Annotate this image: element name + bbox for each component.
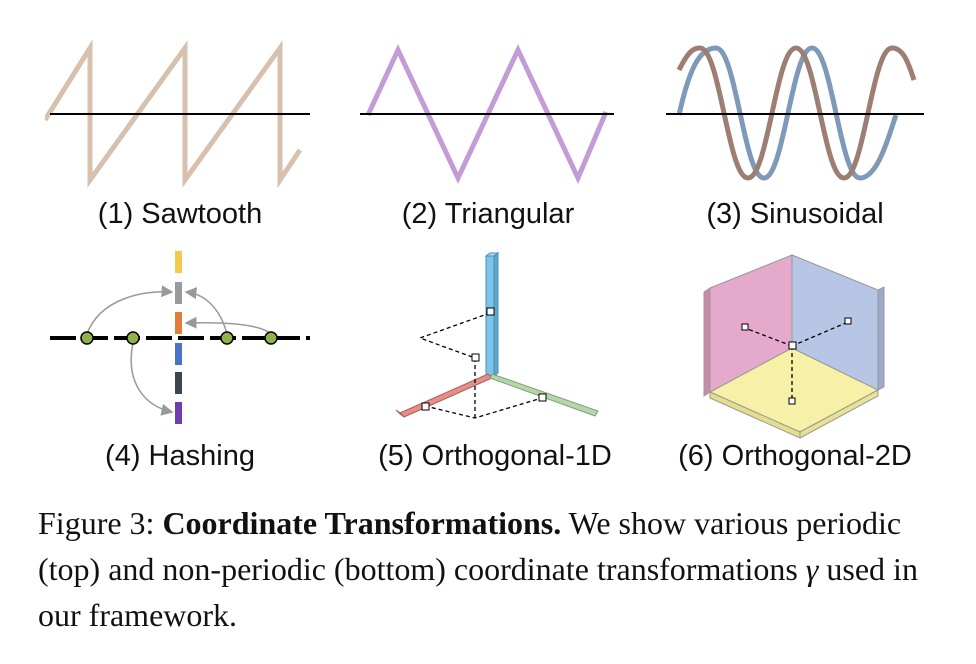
- hash-bin: [175, 343, 182, 365]
- panel-label-orthogonal-2d: (6) Orthogonal-2D: [678, 440, 912, 472]
- plane-xy-edge: [703, 287, 711, 397]
- cosine-wave: [676, 45, 917, 181]
- panel-label-triangular: (2) Triangular: [401, 198, 575, 230]
- hashing-diagram: [50, 251, 310, 424]
- hashing-panel: [45, 248, 315, 428]
- orthogonal-2d-diagram: [703, 254, 885, 439]
- panel-label-sawtooth: (1) Sawtooth: [97, 198, 263, 230]
- projection-line: [744, 327, 793, 347]
- hash-bin: [175, 312, 182, 334]
- coordinate-marker: [844, 317, 852, 325]
- projection-line: [791, 321, 849, 347]
- axis-bar-y-side2: [493, 252, 499, 377]
- hash-node: [264, 331, 278, 345]
- plane-xz-edge2: [799, 389, 879, 439]
- panel-label-sinusoidal: (3) Sinusoidal: [706, 198, 884, 230]
- triangular-panel: [358, 40, 618, 190]
- hash-bin: [175, 402, 182, 424]
- hash-node: [220, 331, 234, 345]
- hash-arrow: [184, 287, 228, 335]
- hash-node: [80, 331, 94, 345]
- hash-arrow: [86, 285, 174, 335]
- caption-title: Coordinate Transformations.: [162, 505, 562, 541]
- sawtooth-plot: [45, 40, 310, 189]
- hash-node: [126, 331, 140, 345]
- coordinate-marker: [788, 397, 796, 405]
- triangular-plot: [360, 44, 614, 185]
- hash-arrow: [130, 342, 174, 416]
- coordinate-marker: [421, 402, 430, 411]
- sinusoidal-plot: [666, 45, 924, 181]
- coordinate-marker: [788, 341, 797, 350]
- axis-bar-x-end: [395, 409, 405, 418]
- coordinate-marker: [471, 353, 480, 362]
- coordinate-marker: [538, 393, 547, 402]
- hash-bin: [175, 251, 182, 273]
- hash-bin: [175, 372, 182, 394]
- hash-arrow: [184, 316, 272, 335]
- orthogonal-1d-diagram: [395, 252, 599, 419]
- projection-line: [418, 312, 491, 359]
- caption-symbol: γ: [805, 551, 819, 587]
- caption-body: We show various periodic (top) and non-p…: [38, 505, 902, 587]
- panel-label-hashing: (4) Hashing: [105, 440, 255, 472]
- figure-caption: Figure 3: Coordinate Transformations. We…: [38, 500, 958, 638]
- plane-yz-edge: [877, 286, 885, 391]
- sawtooth-panel: [45, 40, 315, 190]
- orthogonal-1d-panel: [380, 248, 610, 428]
- panel-label-orthogonal-1d: (5) Orthogonal-1D: [378, 440, 612, 472]
- coordinate-marker: [741, 323, 749, 331]
- caption-prefix: Figure 3:: [38, 505, 155, 541]
- caption-suffix: used in our framework.: [38, 551, 918, 633]
- orthogonal-2d-panel: [700, 250, 890, 440]
- hash-bin: [175, 282, 182, 304]
- axis-bar-y: [485, 255, 495, 377]
- coordinate-marker: [486, 307, 495, 316]
- sinusoidal-panel: [664, 40, 926, 190]
- projection-line: [424, 397, 543, 419]
